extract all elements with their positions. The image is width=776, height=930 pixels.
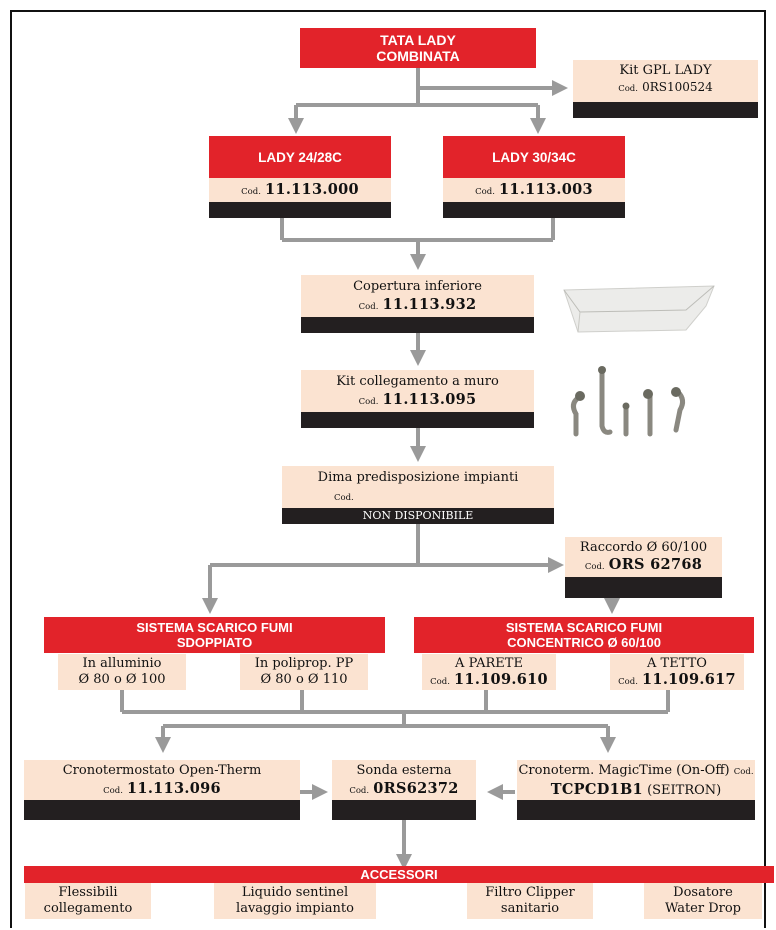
accessori-title: ACCESSORI <box>360 867 438 882</box>
concentrico-opt1-title: A PARETE <box>455 656 523 671</box>
kit-muro-cod: Cod. <box>358 397 379 407</box>
dima-status: NON DISPONIBILE <box>362 509 474 522</box>
lady24-title: LADY 24/28C <box>258 149 342 165</box>
concentrico-header: SISTEMA SCARICO FUMI CONCENTRICO Ø 60/10… <box>414 617 754 653</box>
concentrico-opt1: A PARETE Cod. 11.109.610 <box>422 654 556 690</box>
sdoppiato-opt1-line1: In alluminio <box>82 656 162 671</box>
kit-muro-box: Kit collegamento a muro Cod. 11.113.095 <box>301 370 534 412</box>
sonda-bar <box>332 800 476 820</box>
crono-magic-bar <box>517 800 755 820</box>
accessori-item: Flessibili collegamento <box>25 883 151 919</box>
dima-title: Dima predisposizione impianti <box>317 470 519 485</box>
concentrico-line1: SISTEMA SCARICO FUMI <box>505 620 663 635</box>
accessori-item-line2: sanitario <box>500 901 560 916</box>
copertura-code: 11.113.932 <box>382 296 477 313</box>
accessori-item-line1: Liquido sentinel <box>241 885 349 900</box>
concentrico-opt2-cod: Cod. <box>618 677 638 687</box>
sdoppiato-opt2-line2: Ø 80 o Ø 110 <box>260 672 348 687</box>
concentrico-opt1-code: 11.109.610 <box>454 671 548 688</box>
root-line2: COMBINATA <box>376 48 460 64</box>
sonda-cod: Cod. <box>349 786 370 796</box>
accessori-item-line2: collegamento <box>43 901 133 916</box>
sdoppiato-line2: SDOPPIATO <box>176 635 253 650</box>
lady30-code: 11.113.003 <box>499 181 593 198</box>
lady24-code-box: Cod. 11.113.000 <box>209 178 391 202</box>
sdoppiato-opt2: In poliprop. PP Ø 80 o Ø 110 <box>240 654 368 690</box>
crono-magic-box: Cronoterm. MagicTime (On-Off) Cod. TCPCD… <box>517 760 755 800</box>
crono-magic-title: Cronoterm. MagicTime (On-Off) <box>518 763 730 778</box>
kit-muro-bar <box>301 412 534 428</box>
crono-magic-cod: Cod. <box>733 767 754 777</box>
dima-cod: Cod. <box>334 493 354 503</box>
sonda-title: Sonda esterna <box>356 763 452 778</box>
accessori-item-line1: Dosatore <box>673 885 733 900</box>
kit-gpl-box: Kit GPL LADY Cod. 0RS100524 <box>573 60 758 102</box>
copertura-image <box>563 285 715 333</box>
accessori-item-line1: Flessibili <box>58 885 118 900</box>
accessori-item: Dosatore Water Drop <box>644 883 762 919</box>
raccordo-title: Raccordo Ø 60/100 <box>579 540 708 555</box>
lady30-code-box: Cod. 11.113.003 <box>443 178 625 202</box>
crono-open-bar <box>24 800 300 820</box>
crono-open-box: Cronotermostato Open-Therm Cod. 11.113.0… <box>24 760 300 800</box>
root-tata-lady-combinata: TATA LADY COMBINATA <box>300 28 536 68</box>
crono-open-code: 11.113.096 <box>127 780 221 797</box>
raccordo-cod: Cod. <box>584 562 605 572</box>
concentrico-line2: CONCENTRICO Ø 60/100 <box>507 635 661 650</box>
sdoppiato-opt1: In alluminio Ø 80 o Ø 100 <box>58 654 186 690</box>
concentrico-opt1-cod: Cod. <box>430 677 450 687</box>
crono-magic-code: TCPCD1B1 <box>550 781 643 798</box>
dima-status-bar: NON DISPONIBILE <box>282 508 554 524</box>
kit-muro-title: Kit collegamento a muro <box>336 374 499 389</box>
concentrico-opt2-code: 11.109.617 <box>642 671 736 688</box>
lady30-bar <box>443 202 625 218</box>
kit-muro-code: 11.113.095 <box>382 391 477 408</box>
lady24-cod: Cod. <box>241 187 261 197</box>
accessori-item-line2: Water Drop <box>664 901 742 916</box>
copertura-cod: Cod. <box>358 302 379 312</box>
accessori-header: ACCESSORI <box>24 866 774 883</box>
accessori-item-line2: lavaggio impianto <box>236 901 354 916</box>
accessori-item: Liquido sentinel lavaggio impianto <box>214 883 376 919</box>
sonda-code: 0RS62372 <box>373 780 459 797</box>
lady30-header: LADY 30/34C <box>443 136 625 178</box>
copertura-title: Copertura inferiore <box>353 279 482 294</box>
accessori-item: Filtro Clipper sanitario <box>467 883 593 919</box>
lady24-header: LADY 24/28C <box>209 136 391 178</box>
sonda-box: Sonda esterna Cod. 0RS62372 <box>332 760 476 800</box>
root-line1: TATA LADY <box>380 32 456 48</box>
raccordo-bar <box>565 577 722 598</box>
crono-open-cod: Cod. <box>103 786 123 796</box>
sdoppiato-opt1-line2: Ø 80 o Ø 100 <box>78 672 166 687</box>
concentrico-opt2-title: A TETTO <box>647 656 707 671</box>
kit-gpl-code: 0RS100524 <box>642 80 713 94</box>
crono-magic-suffix: (SEITRON) <box>647 783 722 798</box>
kit-muro-image <box>570 366 686 437</box>
dima-box: Dima predisposizione impianti Cod. <box>282 466 554 508</box>
lady30-title: LADY 30/34C <box>492 149 576 165</box>
raccordo-code: ORS 62768 <box>608 556 703 573</box>
accessori-item-line1: Filtro Clipper <box>485 885 575 900</box>
sdoppiato-header: SISTEMA SCARICO FUMI SDOPPIATO <box>44 617 385 653</box>
copertura-box: Copertura inferiore Cod. 11.113.932 <box>301 275 534 317</box>
outer-frame <box>10 10 766 928</box>
lady30-cod: Cod. <box>475 187 495 197</box>
sdoppiato-opt2-line1: In poliprop. PP <box>254 656 354 671</box>
lady24-bar <box>209 202 391 218</box>
raccordo-box: Raccordo Ø 60/100 Cod. ORS 62768 <box>565 537 722 577</box>
lady24-code: 11.113.000 <box>265 181 359 198</box>
kit-gpl-cod: Cod. <box>618 84 638 94</box>
kit-gpl-title: Kit GPL LADY <box>619 63 712 78</box>
concentrico-opt2: A TETTO Cod. 11.109.617 <box>610 654 744 690</box>
kit-gpl-bar <box>573 102 758 118</box>
copertura-bar <box>301 317 534 333</box>
sdoppiato-line1: SISTEMA SCARICO FUMI <box>136 620 293 635</box>
crono-open-title: Cronotermostato Open-Therm <box>62 763 262 778</box>
